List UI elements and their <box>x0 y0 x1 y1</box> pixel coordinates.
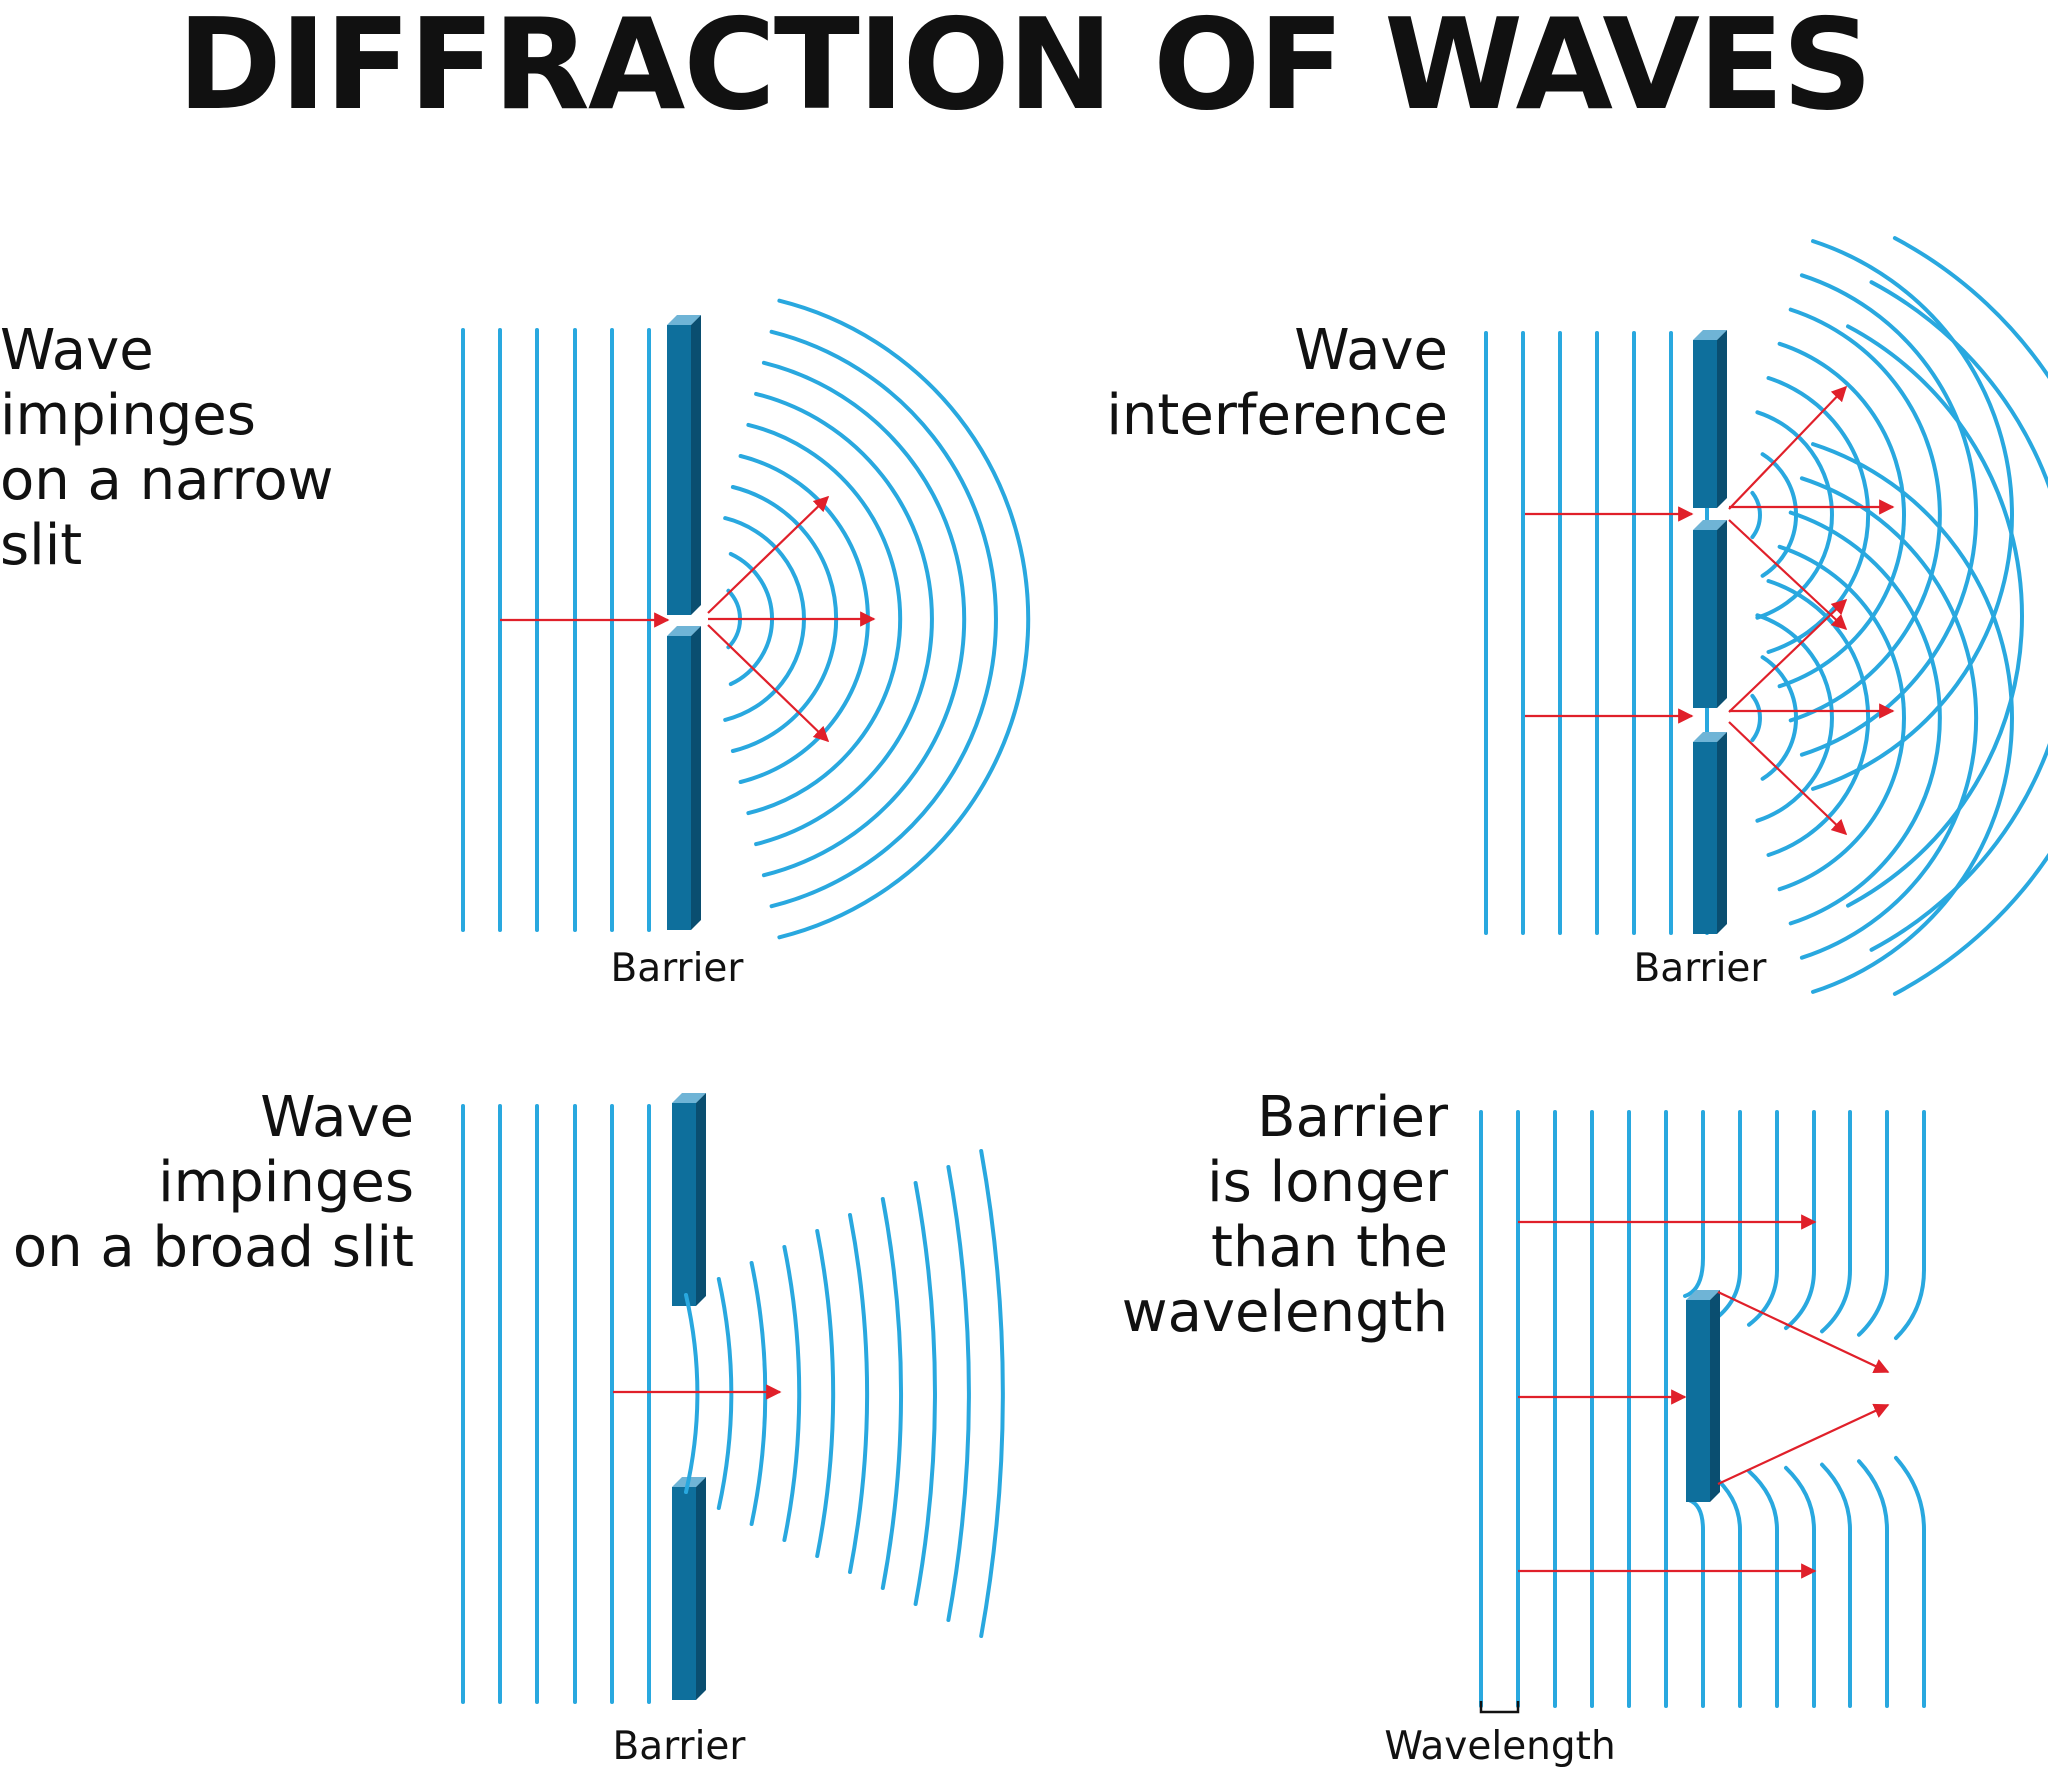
wave-front <box>1784 1110 1816 1331</box>
wave-front <box>1760 655 1798 781</box>
barrier-side-face <box>1717 330 1727 508</box>
wave-front <box>1784 1465 1816 1708</box>
barrier-side-face <box>1717 520 1727 708</box>
direction-arrow <box>1728 519 1848 631</box>
barrier-side-face <box>1710 1290 1720 1502</box>
wave-front <box>1869 280 2048 952</box>
panel-title-broad-slit: Wave impinges on a broad slit <box>12 1085 414 1280</box>
panel-title-narrow-slit: Wave impinges on a narrow slit <box>0 318 334 578</box>
barrier-label-interference: Barrier <box>1633 946 1767 991</box>
direction-arrow <box>1717 1291 1890 1374</box>
wave-front <box>761 360 967 878</box>
wave-front <box>1788 510 1942 926</box>
direction-arrow <box>707 495 830 614</box>
wave-front <box>1683 1110 1705 1298</box>
barrier-side-face <box>696 1093 706 1306</box>
wavelength-bracket <box>1479 1701 1520 1714</box>
barrier-segment <box>1686 1300 1710 1502</box>
barrier-segment <box>667 325 691 615</box>
barrier-top-face <box>672 1093 706 1103</box>
direction-arrow <box>707 624 830 743</box>
wavelength-label: Wavelength <box>1384 1724 1616 1769</box>
wave-front <box>1777 544 1906 892</box>
wave-front <box>716 1277 734 1510</box>
barrier-segment <box>1693 742 1717 934</box>
wave-front <box>1750 490 1762 540</box>
panel-interference <box>1484 236 2048 996</box>
wave-front <box>1894 1455 1926 1708</box>
barrier-side-face <box>691 626 701 930</box>
panel-narrow-slit <box>461 298 1031 940</box>
wave-front <box>1857 1110 1889 1337</box>
wave-front <box>1777 341 1906 689</box>
barrier-label-narrow-slit: Barrier <box>610 946 744 991</box>
wave-front <box>1846 324 2025 908</box>
barrier-segment <box>1693 340 1717 508</box>
wave-front <box>1766 376 1871 654</box>
wave-front <box>1811 239 2014 791</box>
barrier-label-broad-slit: Barrier <box>612 1724 746 1769</box>
wave-front <box>754 391 934 847</box>
wave-front <box>777 298 1031 940</box>
barrier-side-face <box>691 315 701 615</box>
wave-front <box>979 1149 1005 1638</box>
wave-front <box>848 1213 870 1574</box>
diagram-title: DIFFRACTION OF WAVES <box>177 0 1873 138</box>
wave-front <box>913 1181 937 1606</box>
wave-front <box>1894 1110 1926 1341</box>
barrier-top-face <box>1693 732 1727 742</box>
panel-title-long-barrier: Barrier is longer than the wavelength <box>1121 1085 1448 1345</box>
barrier-side-face <box>1717 732 1727 934</box>
wave-front <box>1750 693 1762 743</box>
panel-broad-slit <box>461 1093 1005 1704</box>
barrier-top-face <box>1693 330 1727 340</box>
wave-front <box>1747 1469 1779 1708</box>
wave-front <box>815 1229 836 1558</box>
wave-front <box>1857 1459 1889 1708</box>
direction-arrow <box>1728 721 1848 836</box>
barrier-top-face <box>1693 520 1727 530</box>
barrier-top-face <box>667 315 701 325</box>
barrier-top-face <box>1686 1290 1720 1300</box>
wave-front <box>1820 1110 1852 1334</box>
barrier-segment <box>672 1103 696 1306</box>
panel-long-barrier <box>1479 1110 1926 1714</box>
barrier-side-face <box>696 1477 706 1700</box>
wave-front <box>1820 1462 1852 1708</box>
wave-front <box>1760 452 1798 578</box>
barrier-top-face <box>667 626 701 636</box>
wave-front <box>684 1293 700 1494</box>
barrier-segment <box>667 636 691 930</box>
wave-front <box>1766 579 1871 857</box>
wave-front <box>1755 410 1834 620</box>
wave-front <box>1687 1498 1705 1708</box>
wave-front <box>946 1165 971 1622</box>
direction-arrow <box>1728 598 1848 713</box>
direction-arrow <box>1717 1403 1890 1485</box>
wave-front <box>880 1197 904 1590</box>
wave-front <box>769 329 998 909</box>
barrier-segment <box>1693 530 1717 708</box>
panel-title-interference: Wave interference <box>1106 318 1448 448</box>
wave-front <box>746 422 903 816</box>
wave-front <box>1811 442 2014 994</box>
wave-front <box>1710 1110 1742 1324</box>
wave-front <box>1892 236 2048 996</box>
wave-front <box>749 1261 768 1526</box>
wave-front <box>1755 613 1834 823</box>
direction-arrow <box>1728 385 1848 510</box>
barrier-segment <box>672 1487 696 1700</box>
wave-front <box>1799 476 1979 960</box>
wave-front <box>1710 1472 1742 1708</box>
wave-front <box>782 1245 802 1542</box>
wave-front <box>1747 1110 1779 1327</box>
